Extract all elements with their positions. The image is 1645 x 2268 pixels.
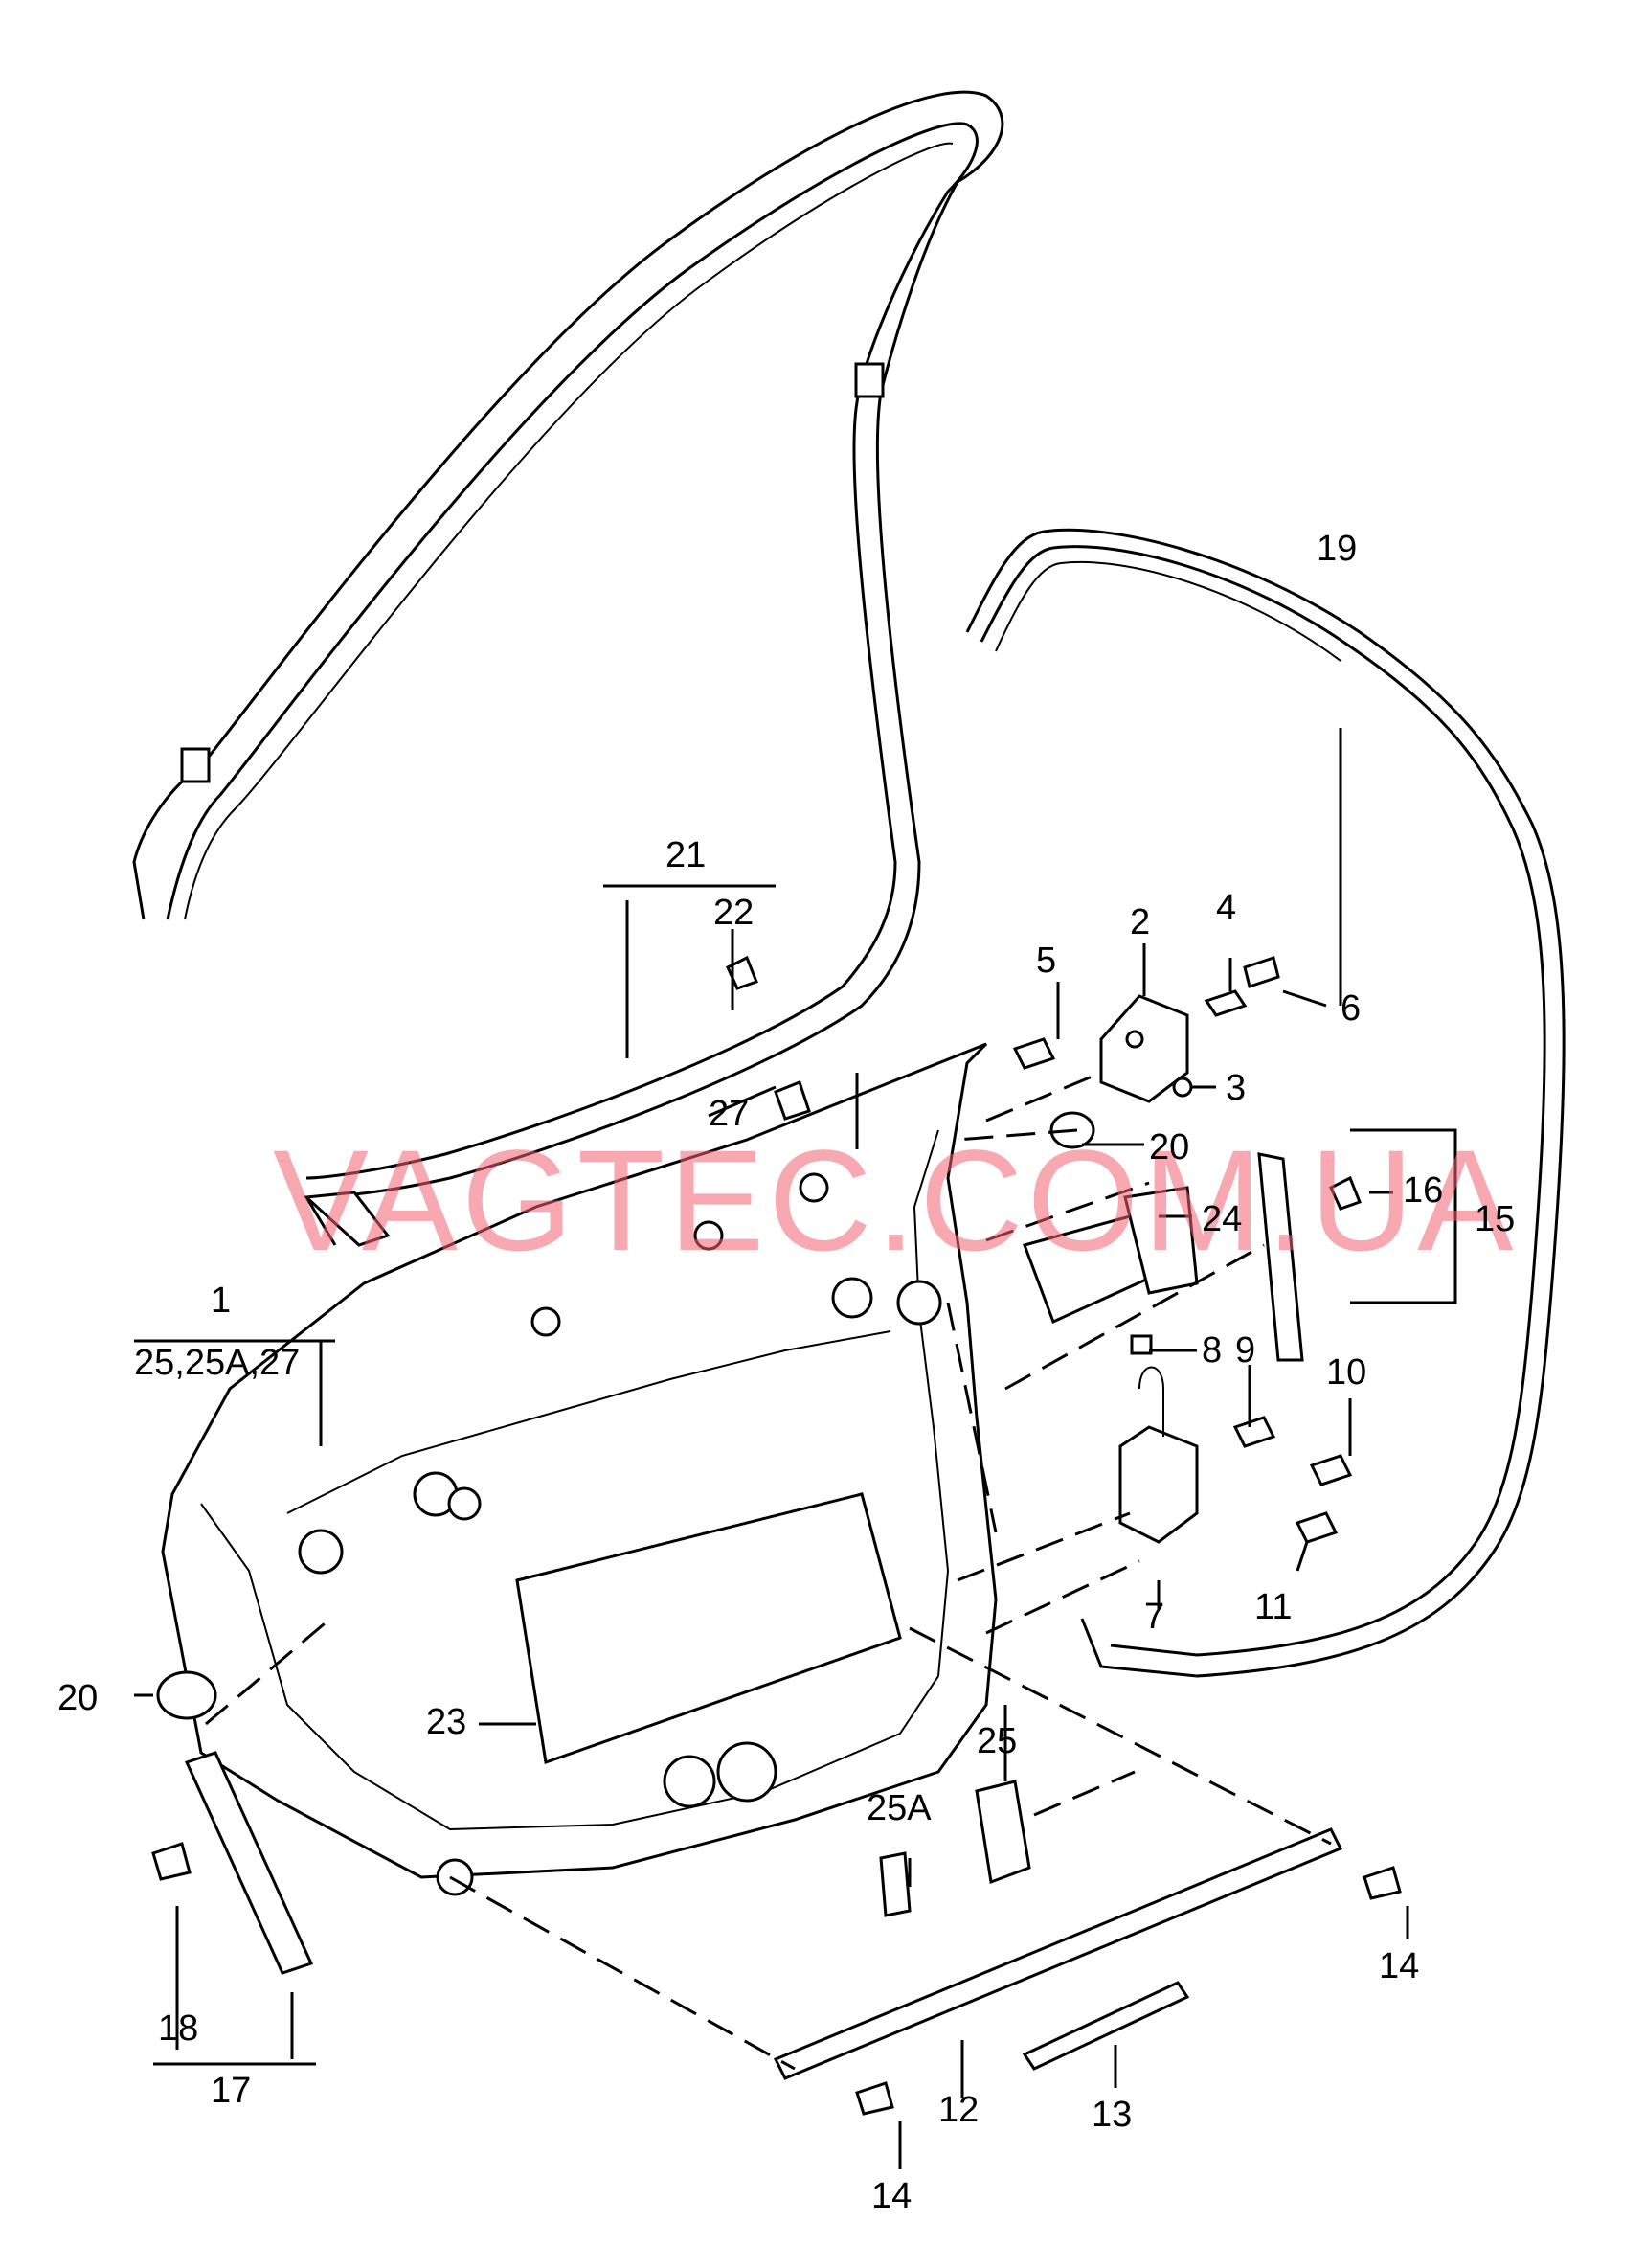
callout-4: 4: [1216, 888, 1236, 928]
callout-9: 9: [1235, 1330, 1255, 1371]
callout-20b: 20: [57, 1678, 98, 1718]
lock-strip: [1257, 1152, 1304, 1362]
callout-18: 18: [158, 2008, 198, 2049]
callout-15: 15: [1475, 1199, 1515, 1239]
callout-7: 7: [1144, 1597, 1164, 1637]
callout-1-sub: 25,25A,27: [134, 1343, 300, 1383]
callout-19: 19: [1317, 529, 1357, 569]
callout-3: 3: [1226, 1068, 1246, 1108]
assembly-lines: [205, 1071, 1332, 2071]
callout-16: 16: [1403, 1170, 1443, 1211]
callout-14b: 14: [871, 2176, 912, 2216]
door-check: [1023, 1186, 1199, 1325]
callout-25: 25: [977, 1721, 1017, 1761]
callout-23: 23: [426, 1702, 466, 1742]
callout-14a: 14: [1379, 1946, 1419, 1986]
lower-hinge: [1118, 1366, 1199, 1544]
callout-2: 2: [1130, 902, 1150, 942]
callout-8: 8: [1202, 1330, 1222, 1371]
callout-21: 21: [665, 835, 706, 875]
callout-27: 27: [709, 1094, 749, 1134]
callout-11: 11: [1254, 1587, 1292, 1627]
callout-13: 13: [1092, 2095, 1132, 2135]
watermark-text: VAGTEC.COM.UA: [273, 1120, 1517, 1281]
leader-lines: [134, 728, 1457, 2169]
callout-6: 6: [1341, 988, 1361, 1029]
callout-17: 17: [211, 2071, 251, 2111]
callout-12: 12: [938, 2090, 979, 2130]
callout-5: 5: [1036, 941, 1056, 981]
callouts: 1 25,25A,27 2 3 4 5 6 7 8 9 10 11 12 13 …: [57, 529, 1515, 2216]
sill-trim: [773, 1827, 1343, 2080]
door-seal: [965, 528, 1566, 1678]
fasteners: [151, 955, 1402, 2116]
callout-10: 10: [1326, 1352, 1366, 1393]
callout-1: 1: [211, 1281, 231, 1321]
callout-20a: 20: [1149, 1127, 1189, 1168]
upper-hinge: [1099, 994, 1189, 1103]
sound-absorber: [515, 1492, 902, 1765]
callout-22: 22: [713, 893, 754, 933]
callout-24: 24: [1202, 1199, 1242, 1239]
rear-strip: [184, 1751, 314, 1975]
window-seal: [132, 90, 1004, 1247]
callout-25a: 25A: [867, 1788, 932, 1828]
